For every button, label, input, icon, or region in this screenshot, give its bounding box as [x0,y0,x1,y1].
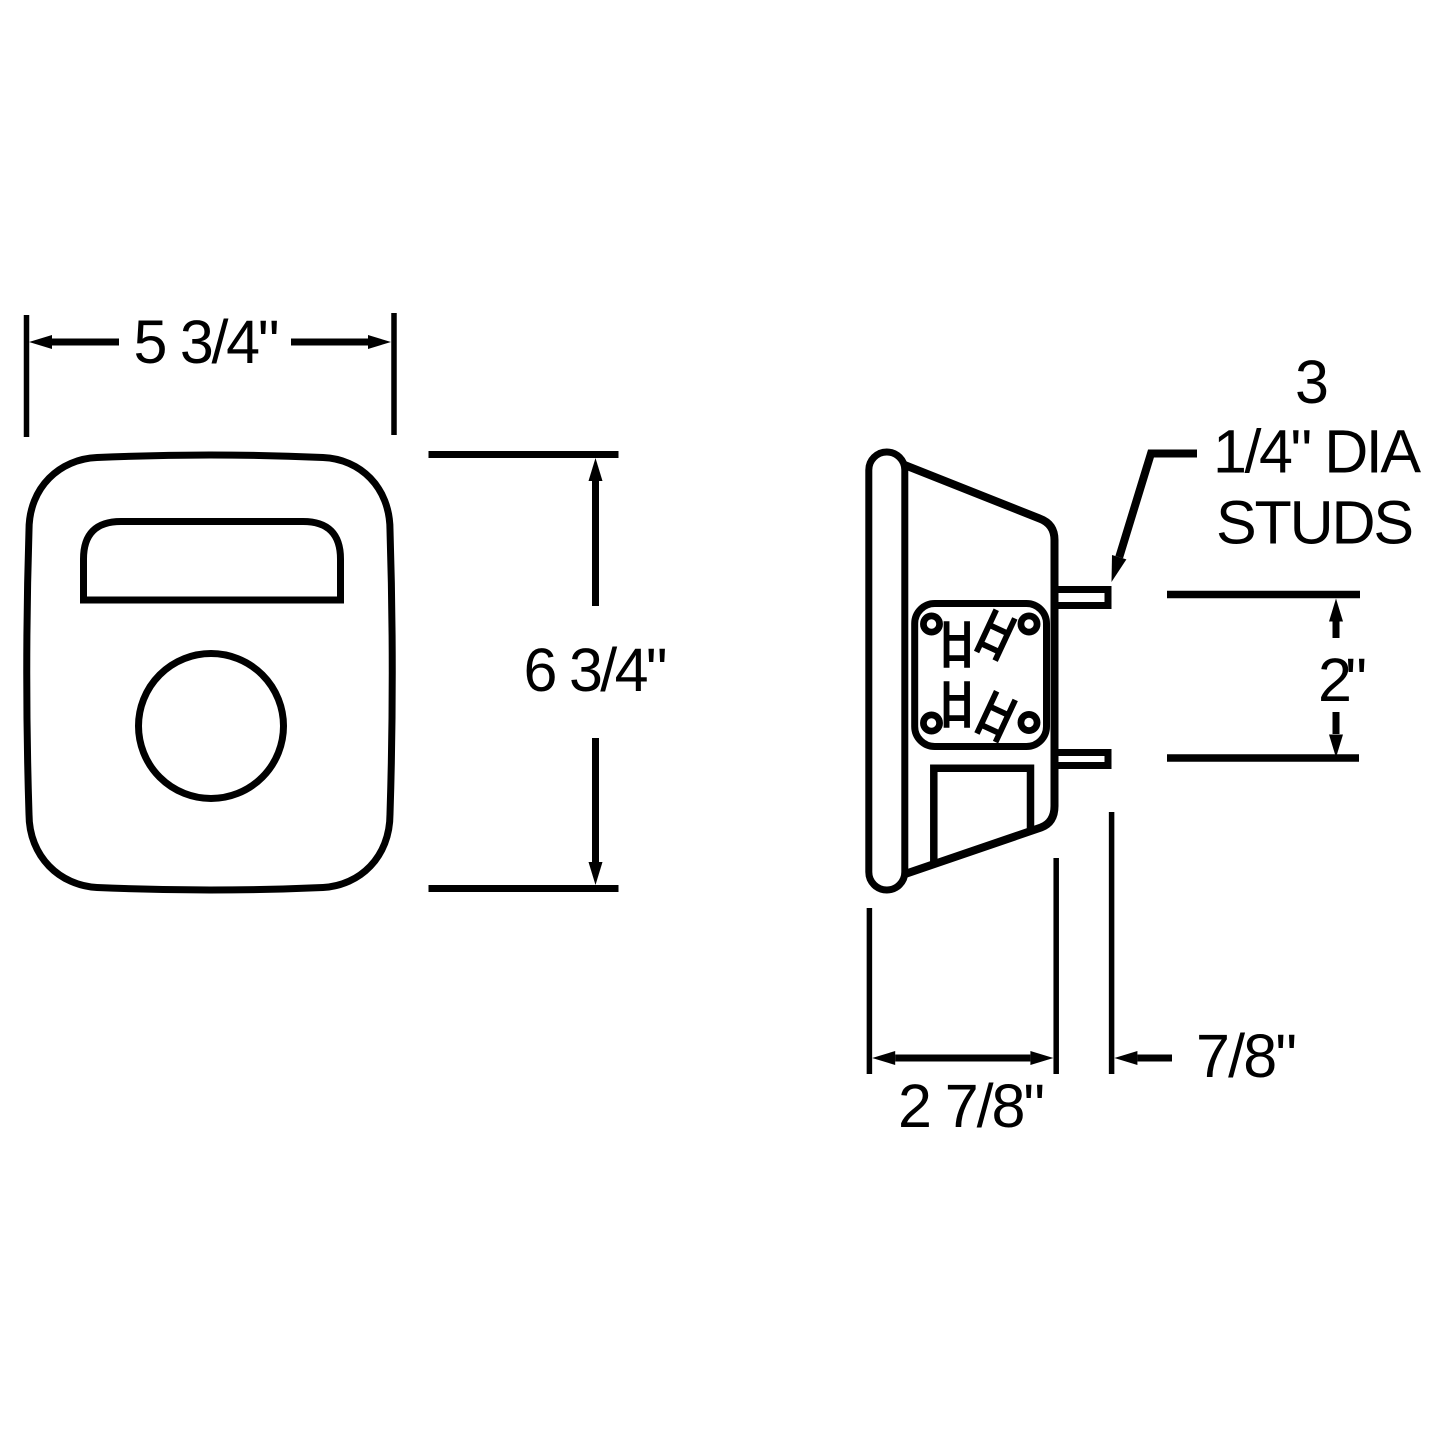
svg-text:2": 2" [1318,646,1367,714]
svg-text:6 3/4": 6 3/4" [524,636,668,704]
svg-text:1/4" DIA: 1/4" DIA [1213,418,1421,486]
svg-text:STUDS: STUDS [1216,489,1414,557]
svg-text:7/8": 7/8" [1196,1022,1297,1090]
svg-text:2 7/8": 2 7/8" [898,1072,1045,1140]
svg-text:5 3/4": 5 3/4" [134,308,280,376]
svg-text:3: 3 [1295,348,1329,416]
